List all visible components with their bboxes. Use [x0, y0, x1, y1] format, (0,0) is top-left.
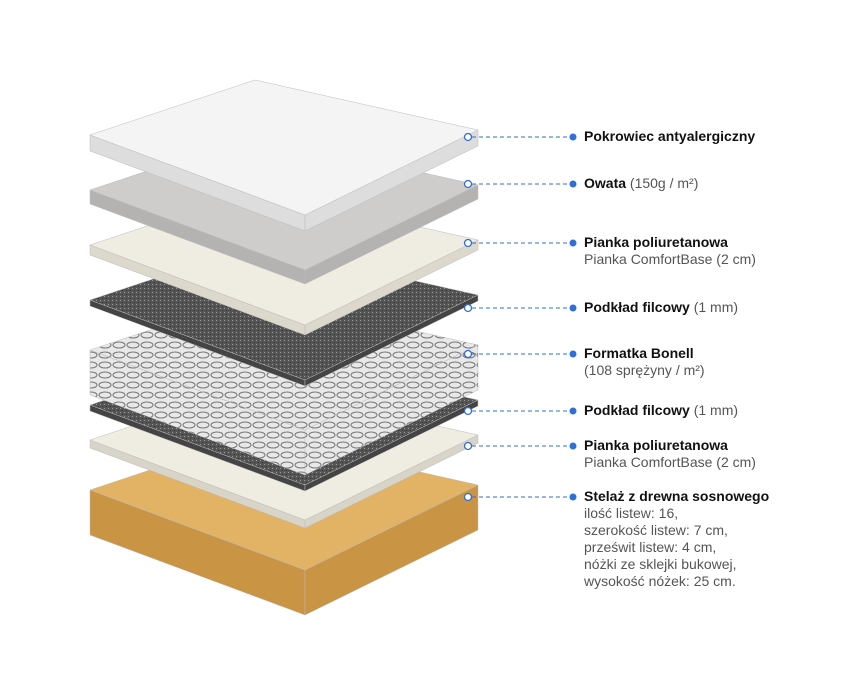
layer-detail: nóżki ze sklejki bukowej, — [584, 556, 737, 572]
bullet-dot-icon — [569, 442, 577, 450]
layer-label: Owata (150g / m²) — [584, 175, 698, 192]
layer-title: Podkład filcowy — [584, 402, 690, 418]
layer-detail: Pianka ComfortBase (2 cm) — [584, 454, 756, 470]
layer-detail: ilość listew: 16, — [584, 505, 679, 521]
layer-label: Pokrowiec antyalergiczny — [584, 128, 755, 145]
layer-label: Podkład filcowy (1 mm) — [584, 299, 738, 316]
layer-label: Podkład filcowy (1 mm) — [584, 402, 738, 419]
anchor-circle-icon — [463, 238, 473, 248]
layer-title: Owata — [584, 175, 627, 191]
bullet-dot-icon — [569, 407, 577, 415]
layer-title: Pokrowiec antyalergiczny — [584, 128, 756, 144]
layer-title: Pianka poliuretanowa — [584, 234, 728, 250]
layer-label: Formatka Bonell(108 sprężyny / m²) — [584, 345, 705, 379]
anchor-circle-icon — [463, 303, 473, 313]
anchor-circle-icon — [463, 349, 473, 359]
bullet-dot-icon — [569, 304, 577, 312]
bullet-dot-icon — [569, 133, 577, 141]
layer-detail: Pianka ComfortBase (2 cm) — [584, 251, 756, 267]
bullet-dot-icon — [569, 350, 577, 358]
layer-detail: wysokość nóżek: 25 cm. — [584, 573, 736, 589]
bullet-dot-icon — [569, 493, 577, 501]
layer-detail: szerokość listew: 7 cm, — [584, 522, 728, 538]
bullet-dot-icon — [569, 180, 577, 188]
layer-detail: prześwit listew: 4 cm, — [584, 539, 717, 555]
layer-spec: (150g / m²) — [629, 175, 699, 191]
anchor-circle-icon — [463, 406, 473, 416]
cover-layer — [89, 79, 479, 216]
layer-detail: (108 sprężyny / m²) — [584, 362, 705, 378]
bullet-dot-icon — [569, 239, 577, 247]
anchor-circle-icon — [463, 492, 473, 502]
layer-title: Stelaż z drewna sosnowego — [584, 488, 770, 504]
layer-title: Pianka poliuretanowa — [584, 437, 728, 453]
layer-title: Formatka Bonell — [584, 345, 694, 361]
layer-title: Podkład filcowy — [584, 299, 690, 315]
anchor-circle-icon — [463, 441, 473, 451]
anchor-circle-icon — [463, 132, 473, 142]
anchor-circle-icon — [463, 179, 473, 189]
layer-spec: (1 mm) — [693, 402, 739, 418]
layer-spec: (1 mm) — [693, 299, 739, 315]
